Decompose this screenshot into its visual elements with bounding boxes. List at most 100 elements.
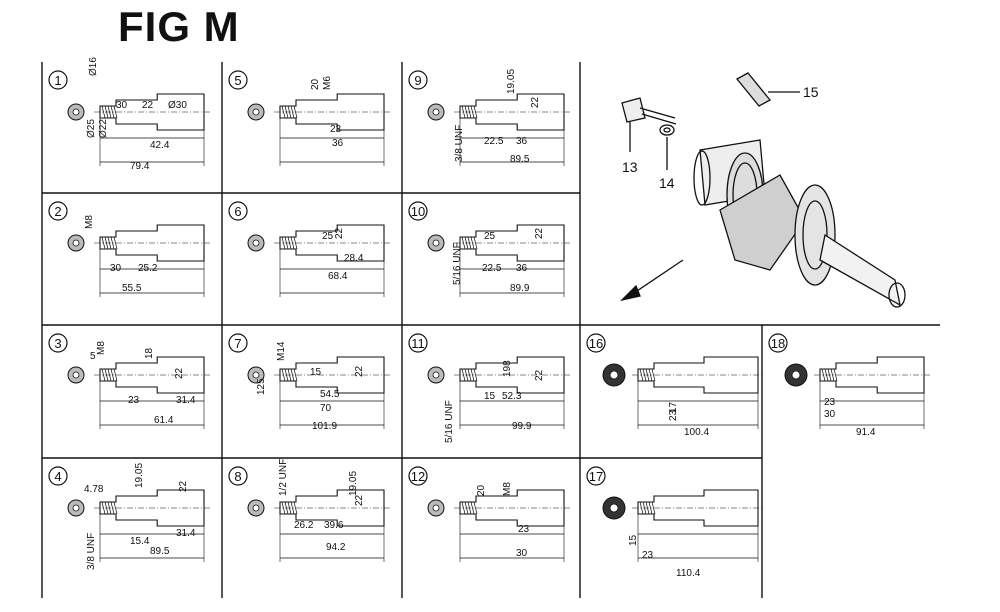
dimension-label: 23 <box>824 397 836 408</box>
dimension-label: Ø22 <box>98 119 109 138</box>
dimension-label: 20 <box>310 78 321 90</box>
dimension-label: 28.4 <box>344 253 364 264</box>
dimension-label: 19.05 <box>348 471 359 496</box>
item-number-circle <box>228 466 248 486</box>
item-number: 10 <box>411 204 425 219</box>
item-number: 3 <box>54 336 61 351</box>
dimension-label: 55.5 <box>122 283 142 294</box>
item-number-circle <box>586 333 606 353</box>
dimension-label: 101.9 <box>312 421 337 432</box>
dimension-label: 89.5 <box>510 154 530 165</box>
item-number: 12 <box>411 469 425 484</box>
dimension-label: 36 <box>332 138 344 149</box>
dimension-label: Ø30 <box>168 100 187 111</box>
dimension-label: 23 <box>330 124 342 135</box>
item-number: 4 <box>54 469 61 484</box>
dimension-label: 22 <box>178 480 189 492</box>
dimension-label: 15 <box>310 367 322 378</box>
dimension-label: 22 <box>534 369 545 381</box>
dimension-label: M8 <box>96 341 107 355</box>
dimension-label: 36 <box>516 263 528 274</box>
dimension-label: 30 <box>110 263 122 274</box>
dimension-label: 39.6 <box>324 520 344 531</box>
item-number-circle <box>48 70 68 90</box>
dimension-label: 15 <box>628 534 639 546</box>
dimension-label: 52.3 <box>502 391 522 402</box>
callout-14: 14 <box>659 175 675 191</box>
dimension-label: 91.4 <box>856 427 876 438</box>
item-number-circle <box>408 201 428 221</box>
dimension-label: 22.5 <box>484 136 504 147</box>
item-number-circle <box>408 333 428 353</box>
dimension-label: 79.4 <box>130 161 150 172</box>
dimension-label: 18 <box>144 347 155 359</box>
dimension-label: 26.2 <box>294 520 314 531</box>
item-number: 7 <box>234 336 241 351</box>
item-number-circle <box>228 201 248 221</box>
dimension-label: 61.4 <box>154 415 174 426</box>
dimension-label: 5/16 UNF <box>452 242 463 285</box>
dimension-label: 54.5 <box>320 389 340 400</box>
dimension-label: Ø16 <box>88 57 99 76</box>
dimension-label: 20 <box>476 484 487 496</box>
dimension-label: 22 <box>530 96 541 108</box>
figure-title: FIG M <box>118 3 240 50</box>
cell-10: 10 25 5/16 UNF 22.5 36 22 89.9 <box>408 201 570 297</box>
item-number-circle <box>48 466 68 486</box>
dimension-label: 30 <box>824 409 836 420</box>
dimension-label: 99.9 <box>512 421 532 432</box>
dimension-label: 25.2 <box>138 263 158 274</box>
dimension-label: 4.78 <box>84 484 104 495</box>
dimension-label: 22 <box>334 227 345 239</box>
item-number: 5 <box>234 73 241 88</box>
dimension-label: 19.05 <box>134 463 145 488</box>
dimension-label: M6 <box>322 76 333 90</box>
dimension-label: 100.4 <box>684 427 709 438</box>
callout-15: 15 <box>803 84 819 100</box>
item-number-circle <box>408 466 428 486</box>
dimension-label: 22.5 <box>482 263 502 274</box>
grid-lines <box>41 62 940 598</box>
dimension-label: 23 <box>668 409 679 421</box>
item-number-circle <box>228 333 248 353</box>
dimension-label: 15 <box>484 391 496 402</box>
dimension-label: Ø25 <box>86 119 97 138</box>
item-number: 8 <box>234 469 241 484</box>
item-number: 18 <box>771 336 785 351</box>
dimension-label: M8 <box>84 215 95 229</box>
dimension-label: 19.05 <box>506 69 517 94</box>
dimension-label: 68.4 <box>328 271 348 282</box>
dimension-label: 198 <box>502 360 513 377</box>
dimension-label: 3/8 UNF <box>86 533 97 570</box>
dimension-label: 22 <box>354 494 365 506</box>
crankshaft-illustration <box>619 72 906 308</box>
dimension-label: 5 <box>90 351 96 362</box>
dimension-label: 31.4 <box>176 395 196 406</box>
item-number: 6 <box>234 204 241 219</box>
dimension-label: 15.4 <box>130 536 150 547</box>
callout-13: 13 <box>622 159 638 175</box>
dimension-label: 30 <box>516 548 528 559</box>
dimension-label: 25 <box>484 231 496 242</box>
dimension-label: 22 <box>534 227 545 239</box>
dimension-label: 89.9 <box>510 283 530 294</box>
item-number-circle <box>586 466 606 486</box>
item-number: 17 <box>589 469 603 484</box>
dimension-label: 30 <box>116 100 128 111</box>
dimension-label: 70 <box>320 403 332 414</box>
item-number-circle <box>408 70 428 90</box>
